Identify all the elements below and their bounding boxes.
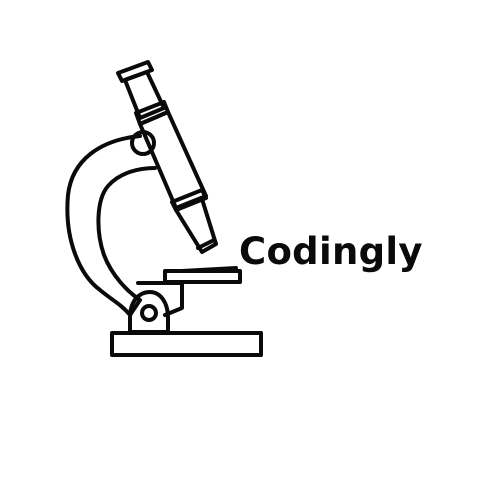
microscope-objective [174, 197, 218, 254]
microscope-stage [163, 269, 242, 284]
microscope-pillar-screw [140, 304, 158, 322]
microscope-base [110, 331, 263, 357]
microscope-arm [65, 134, 157, 317]
microscope-eyepiece-top [116, 60, 154, 83]
microscope-lower-collar [170, 188, 208, 212]
microscope-arm-neck [136, 281, 184, 317]
microscope-pillar [128, 290, 170, 334]
brand-name: Codingly [239, 230, 423, 273]
microscope-eyepiece [123, 70, 166, 120]
microscope-objective-tip [196, 238, 216, 250]
microscope-stage-clip [180, 266, 238, 273]
